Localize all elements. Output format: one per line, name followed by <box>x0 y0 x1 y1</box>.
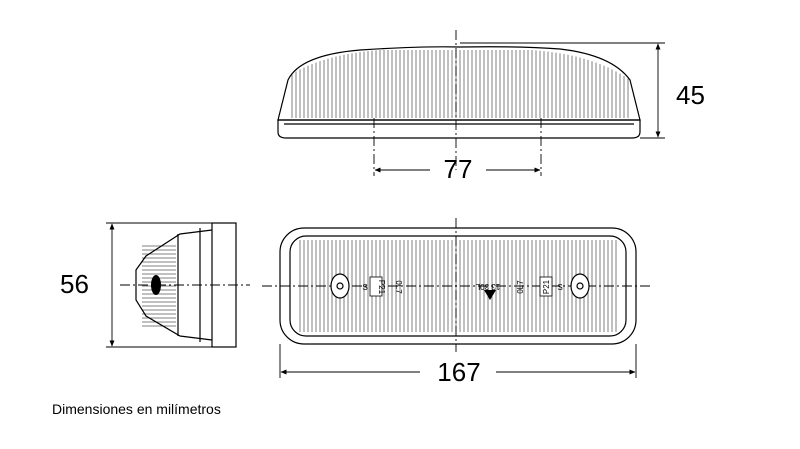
dimension-depth <box>106 222 212 348</box>
center-label: 13 30L <box>475 282 500 291</box>
dimension-length-label: 167 <box>437 357 480 387</box>
end-view <box>120 222 250 348</box>
left-code: P21 <box>377 280 386 295</box>
right-label: 0L7 <box>516 280 525 294</box>
front-view <box>262 218 650 352</box>
dimension-length <box>279 344 637 378</box>
dimension-height-label: 45 <box>676 80 705 110</box>
left-label: 0L7 <box>394 280 403 294</box>
e-mark-icon <box>484 290 496 300</box>
units-caption: Dimensiones en milímetros <box>52 401 221 417</box>
right-s: S <box>557 283 562 292</box>
side-profile-view <box>277 30 641 170</box>
dimension-depth-label: 56 <box>60 269 89 299</box>
left-s: S <box>362 283 367 292</box>
front-markings: P21 P21 0L7 0L7 S S 13 30L <box>362 276 563 300</box>
dimension-hole-spacing-label: 77 <box>444 154 473 184</box>
dimension-height <box>460 42 665 139</box>
right-code: P21 <box>542 279 551 294</box>
dimension-hole-spacing <box>373 118 542 176</box>
